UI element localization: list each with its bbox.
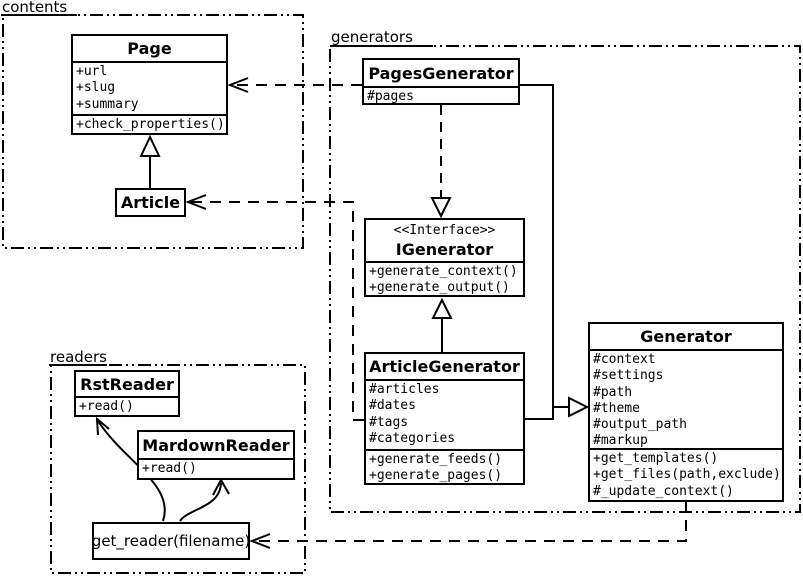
- interface-igenerator-title: IGenerator: [395, 240, 494, 259]
- method: +get_files(path,exclude): [593, 467, 781, 483]
- class-pagesgenerator-title: PagesGenerator: [368, 63, 514, 83]
- arrow-getreader-rstreader-arrowhead: [95, 416, 110, 436]
- inheritance-generator-triangle: [568, 396, 590, 418]
- attribute: #theme: [593, 400, 640, 416]
- class-generator: Generator #context #settings #path #them…: [588, 322, 784, 502]
- attribute: #context: [593, 352, 656, 367]
- function-box-get-reader: get_reader(filename): [92, 522, 250, 560]
- class-article: Article: [115, 188, 186, 217]
- package-label-contents: contents: [2, 0, 68, 16]
- method: +generate_feeds(): [369, 452, 503, 467]
- attribute: #tags: [369, 414, 409, 430]
- method: +check_properties(): [76, 117, 225, 132]
- attribute: +summary: [76, 96, 139, 112]
- class-generator-attributes: #context #settings #path #theme #output_…: [590, 349, 782, 448]
- package-contents-border: [2, 14, 304, 249]
- inheritance-articlegenerator-igenerator-triangle: [431, 297, 453, 319]
- class-page-title: Page: [127, 39, 172, 58]
- method: +generate_output(): [369, 280, 510, 296]
- arrow-getreader-mardownreader-curve: [179, 482, 222, 522]
- class-rstreader-title: RstReader: [80, 374, 174, 394]
- method: +generate_pages(): [369, 468, 503, 484]
- interface-igenerator-header: <<Interface>> IGenerator: [366, 220, 523, 261]
- class-page: Page +url +slug +summary +check_properti…: [71, 34, 228, 135]
- class-article-title: Article: [120, 193, 181, 212]
- class-articlegenerator: ArticleGenerator #articles #dates #tags …: [364, 352, 525, 485]
- class-page-attributes: +url +slug +summary: [73, 61, 226, 114]
- attribute: #markup: [593, 433, 648, 449]
- class-mardownreader-title: MardownReader: [142, 435, 290, 455]
- attribute: +slug: [76, 80, 116, 96]
- dependency-generator-getreader-line: [253, 501, 687, 542]
- class-generator-methods: +get_templates() +get_files(path,exclude…: [590, 448, 782, 500]
- attribute: #output_path: [593, 417, 687, 433]
- method: +read(): [142, 461, 197, 476]
- class-articlegenerator-title: ArticleGenerator: [369, 357, 520, 376]
- arrow-getreader-mardownreader-arrowhead: [212, 477, 230, 496]
- class-generator-title: Generator: [640, 327, 732, 346]
- class-articlegenerator-attributes: #articles #dates #tags #categories: [366, 379, 523, 449]
- class-mardownreader: MardownReader +read(): [137, 430, 295, 480]
- method: +generate_context(): [369, 264, 518, 279]
- class-mardownreader-methods: +read(): [139, 458, 293, 478]
- inheritance-pagesgenerator-generator-line: [520, 84, 569, 408]
- attribute: +url: [76, 64, 108, 79]
- package-label-readers: readers: [50, 348, 107, 366]
- attribute: #dates: [369, 398, 416, 414]
- method: +get_templates(): [593, 451, 719, 466]
- package-readers-border: [50, 364, 306, 574]
- attribute: #articles: [369, 382, 440, 397]
- class-page-methods: +check_properties(): [73, 114, 226, 133]
- inheritance-article-page-triangle: [139, 134, 161, 157]
- package-generators-border: [329, 45, 801, 513]
- attribute: #settings: [593, 368, 664, 384]
- class-pagesgenerator: PagesGenerator #pages: [362, 58, 520, 105]
- dependency-articlegenerator-article-line: [189, 201, 364, 421]
- realization-pagesgenerator-igenerator-triangle: [430, 197, 452, 219]
- package-label-generators: generators: [331, 28, 413, 46]
- class-rstreader: RstReader +read(): [74, 370, 180, 417]
- dependency-generator-getreader-arrowhead: [249, 533, 271, 549]
- method: +read(): [79, 399, 134, 414]
- inheritance-articlegenerator-generator-line: [525, 407, 554, 420]
- class-pagesgenerator-attributes: #pages: [364, 86, 518, 104]
- dependency-articlegenerator-article-arrowhead: [185, 194, 207, 210]
- attribute: #path: [593, 384, 633, 400]
- class-articlegenerator-methods: +generate_feeds() +generate_pages(): [366, 449, 523, 484]
- attribute: #pages: [367, 89, 414, 104]
- interface-igenerator: <<Interface>> IGenerator +generate_conte…: [364, 218, 525, 297]
- dependency-pagesgenerator-page-arrowhead: [227, 77, 249, 93]
- attribute: #categories: [369, 430, 456, 446]
- method: #_update_context(): [593, 483, 734, 499]
- interface-stereotype: <<Interface>>: [393, 223, 496, 238]
- interface-igenerator-methods: +generate_context() +generate_output(): [366, 261, 523, 296]
- class-rstreader-methods: +read(): [76, 396, 178, 415]
